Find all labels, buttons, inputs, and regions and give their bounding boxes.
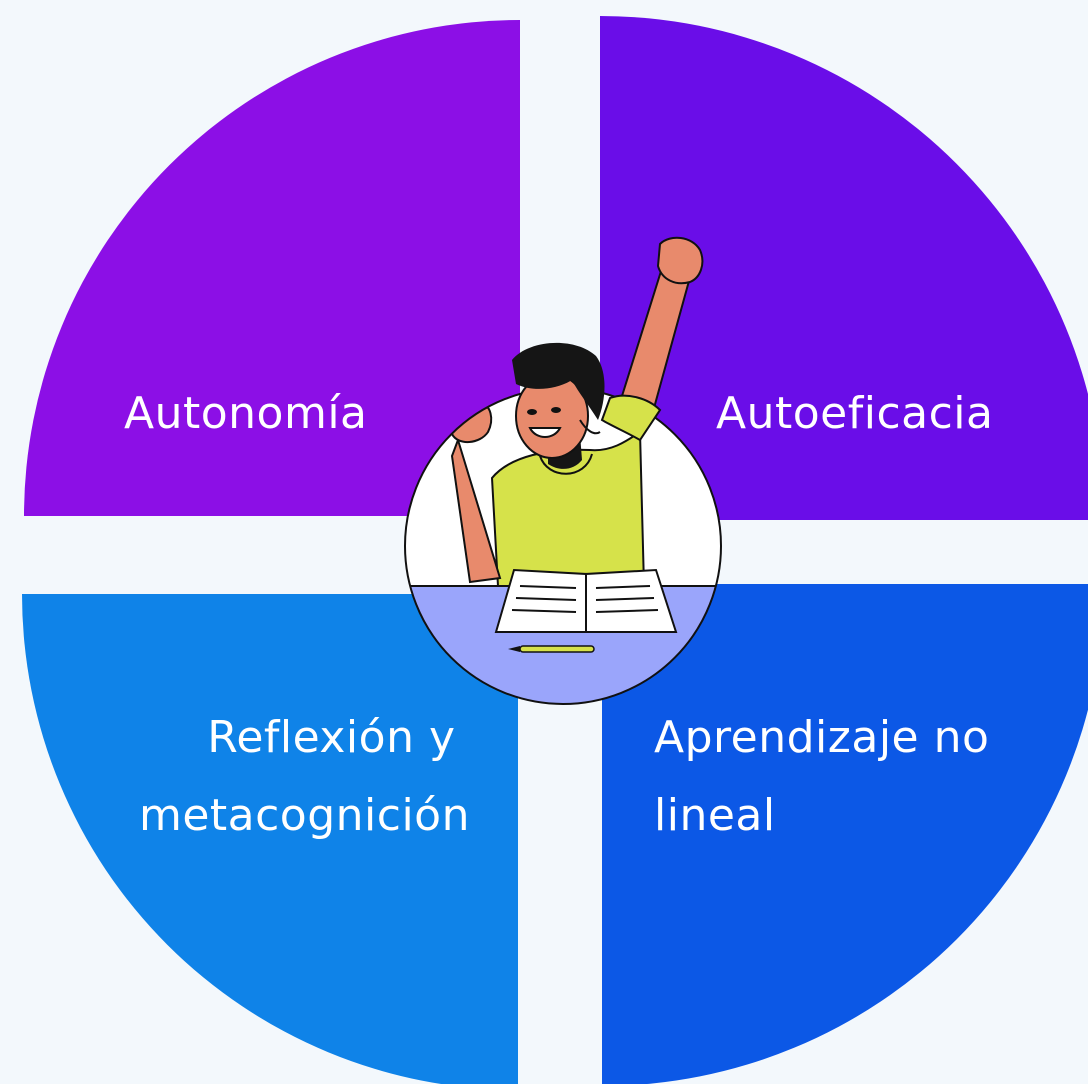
left-arm (450, 436, 502, 584)
quadrant-reflexion (22, 594, 518, 1084)
quadrant-autonomia (24, 20, 520, 516)
quadrant-autoeficacia (600, 16, 1088, 520)
pencil-icon (508, 645, 595, 653)
open-book-icon (494, 568, 678, 633)
hair (512, 342, 605, 420)
label-reflexion: Reflexión y metacognición (139, 712, 470, 841)
label-autoeficacia: Autoeficacia (716, 388, 993, 439)
quadrant-aprendizaje (602, 584, 1088, 1084)
label-aprendizaje: Aprendizaje no lineal (654, 712, 1004, 841)
right-fist (656, 236, 704, 285)
label-autonomia: Autonomía (124, 388, 368, 439)
